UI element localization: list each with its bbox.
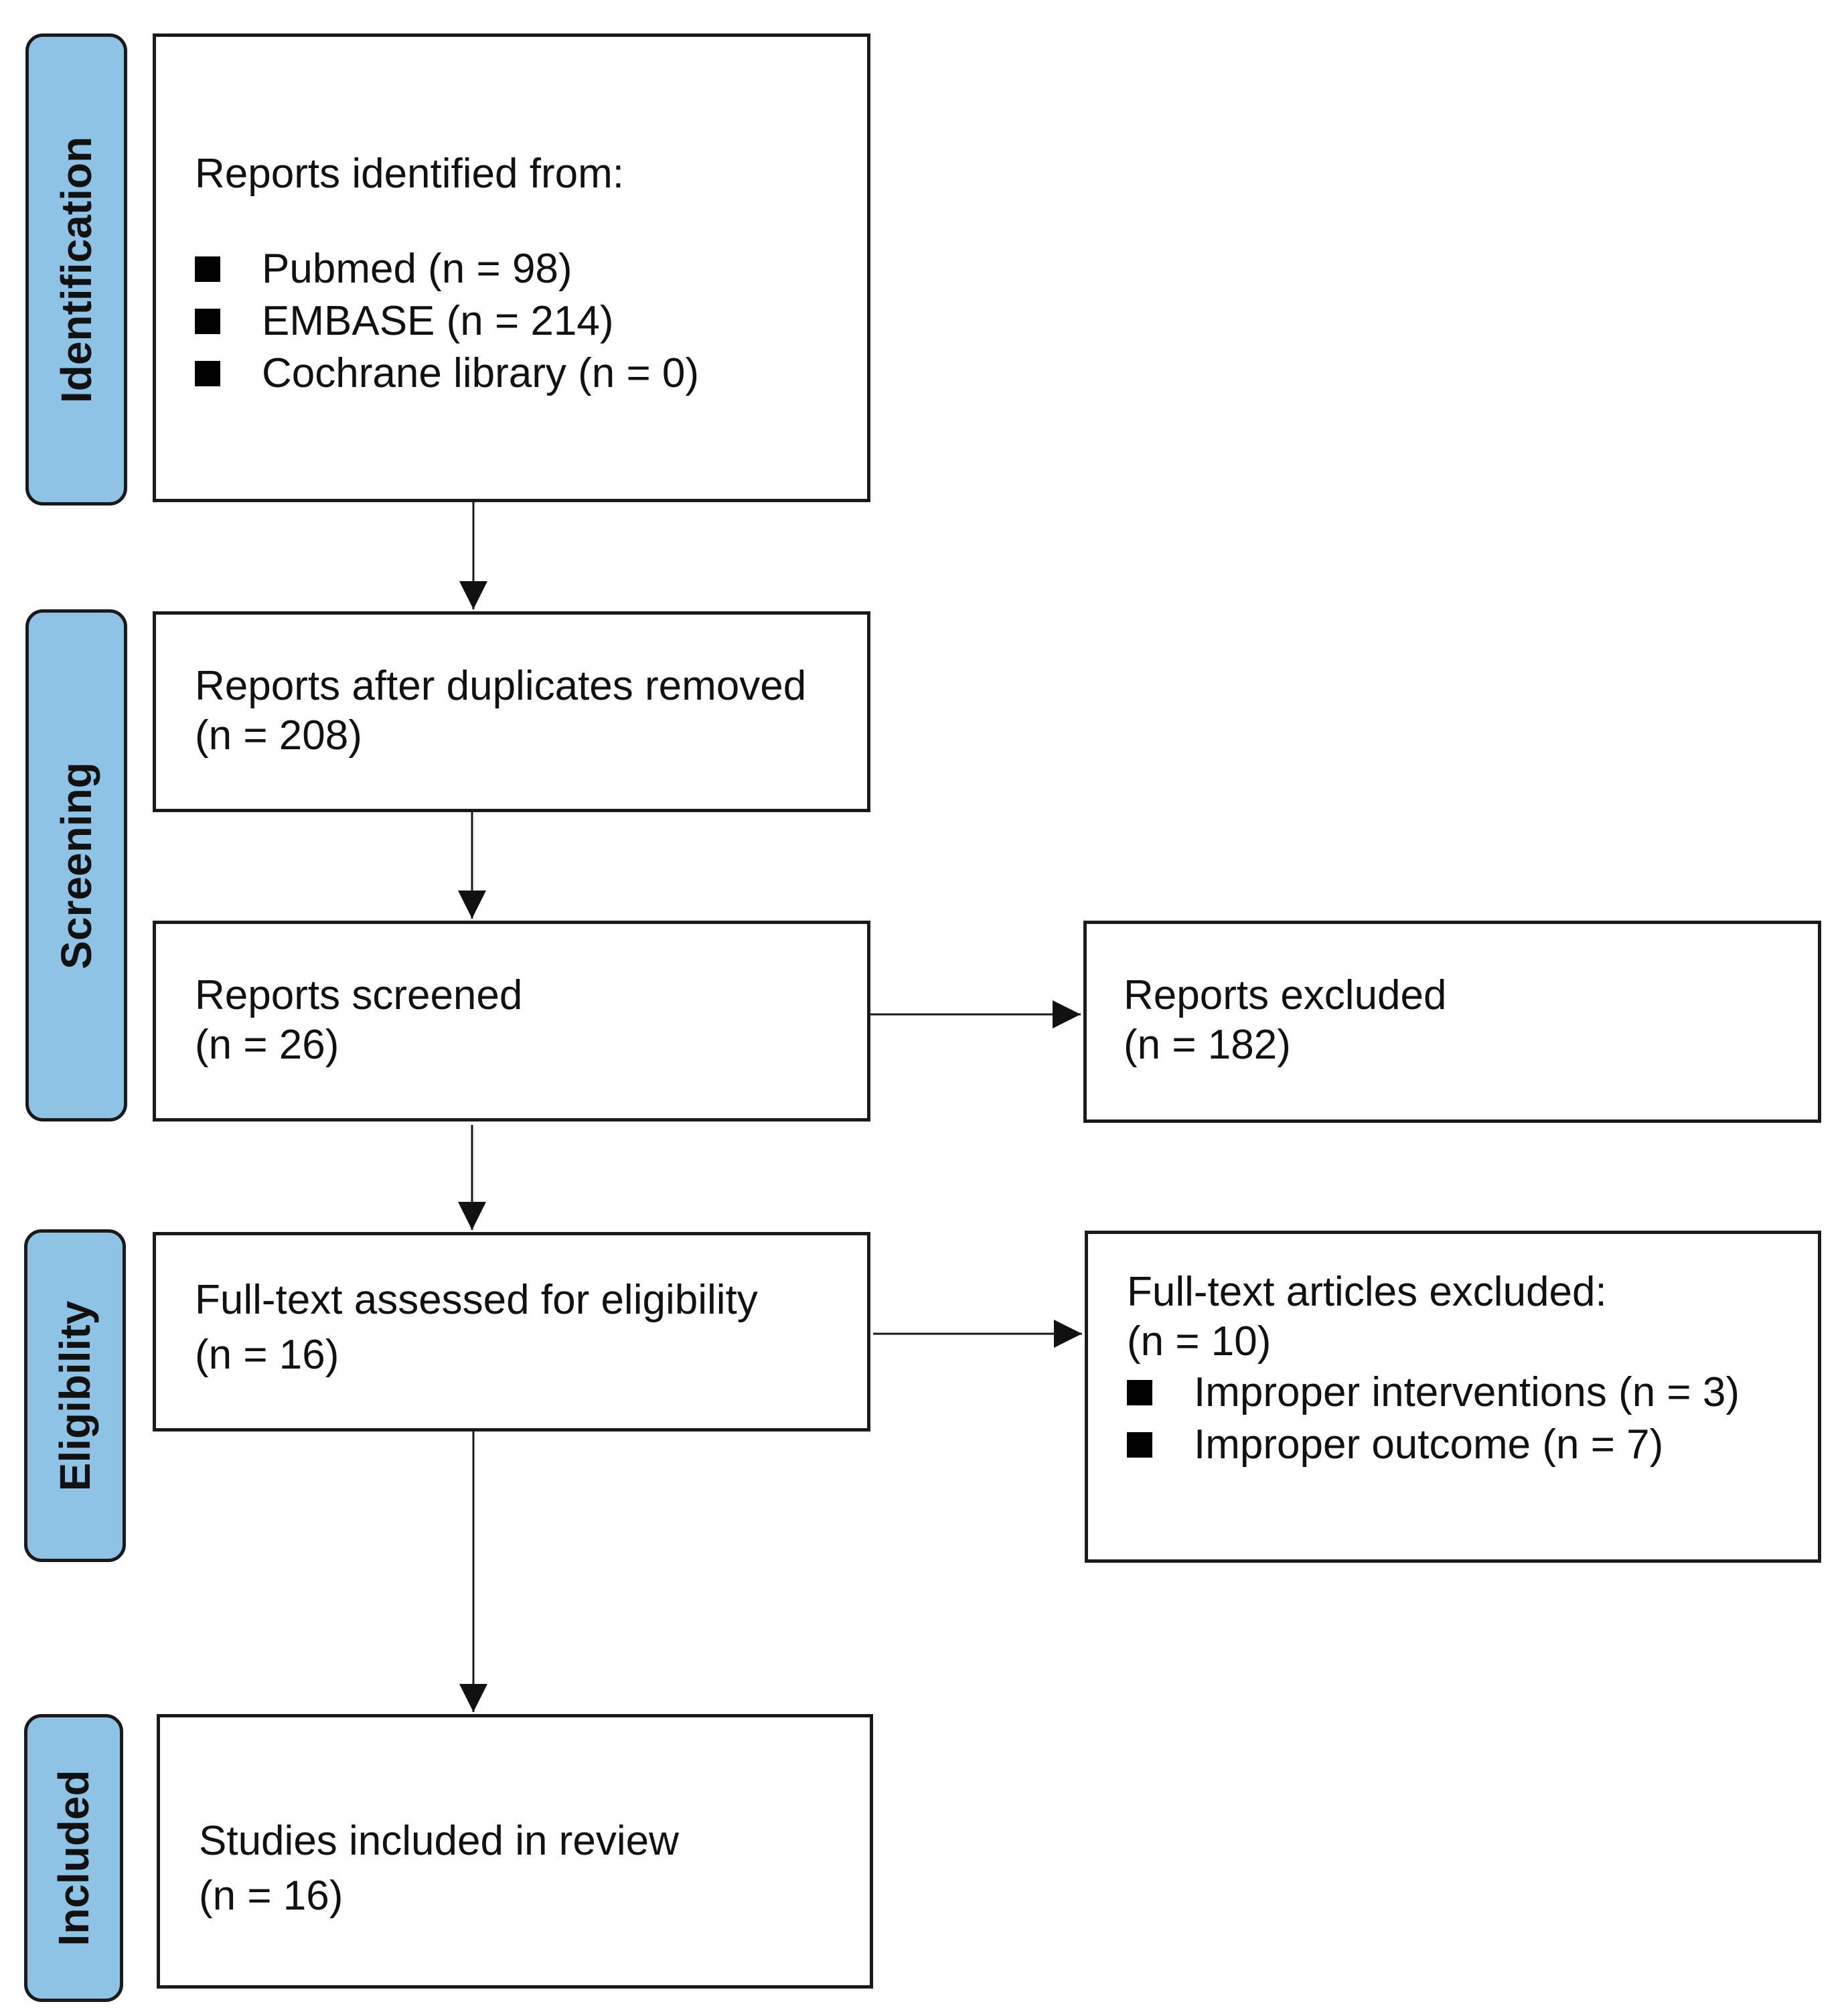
identified-item: Pubmed (n = 98): [195, 243, 699, 295]
fulltext-excluded-item: Improper outcome (n = 7): [1127, 1419, 1740, 1471]
identified-title: Reports identified from:: [195, 151, 624, 197]
identified-box: Reports identified from: Pubmed (n = 98)…: [153, 33, 870, 502]
arrowhead: [459, 581, 487, 609]
identified-item: Cochrane library (n = 0): [195, 347, 699, 400]
arrowhead: [459, 1684, 487, 1712]
included-box: Studies included in review (n = 16): [157, 1714, 873, 1989]
fulltext-excluded-box: Full-text articles excluded: (n = 10) Im…: [1085, 1231, 1821, 1563]
after-duplicates-label: Reports after duplicates removed: [195, 663, 807, 709]
bullet-icon: [1127, 1432, 1152, 1458]
excluded-label: Reports excluded: [1124, 972, 1447, 1018]
bullet-icon: [195, 361, 220, 386]
screened-label: Reports screened: [195, 972, 523, 1018]
stage-included: Included: [24, 1714, 123, 2002]
included-count: (n = 16): [199, 1873, 343, 1919]
fulltext-excluded-label: Full-text articles excluded:: [1127, 1269, 1607, 1315]
excluded-box: Reports excluded (n = 182): [1083, 921, 1821, 1123]
bullet-icon: [195, 309, 220, 334]
fulltext-label: Full-text assessed for eligibility: [195, 1277, 758, 1323]
fulltext-count: (n = 16): [195, 1332, 339, 1378]
arrowhead: [1053, 1000, 1081, 1028]
stage-eligibility: Eligibility: [24, 1229, 126, 1562]
fulltext-excluded-item: Improper interventions (n = 3): [1127, 1367, 1740, 1419]
arrowhead: [1054, 1320, 1082, 1348]
arrowhead: [458, 891, 486, 919]
after-duplicates-count: (n = 208): [195, 712, 362, 759]
identified-item: EMBASE (n = 214): [195, 295, 699, 347]
fulltext-excluded-count: (n = 10): [1127, 1318, 1272, 1365]
after-duplicates-box: Reports after duplicates removed (n = 20…: [153, 611, 870, 812]
arrowhead: [458, 1202, 486, 1230]
screened-box: Reports screened (n = 26): [153, 921, 870, 1121]
bullet-icon: [195, 256, 220, 282]
excluded-count: (n = 182): [1124, 1022, 1291, 1068]
bullet-icon: [1127, 1380, 1152, 1405]
screened-count: (n = 26): [195, 1022, 339, 1068]
stage-screening: Screening: [25, 609, 127, 1121]
included-label: Studies included in review: [199, 1818, 679, 1864]
stage-identification: Identification: [25, 33, 127, 506]
fulltext-box: Full-text assessed for eligibility (n = …: [153, 1232, 870, 1431]
